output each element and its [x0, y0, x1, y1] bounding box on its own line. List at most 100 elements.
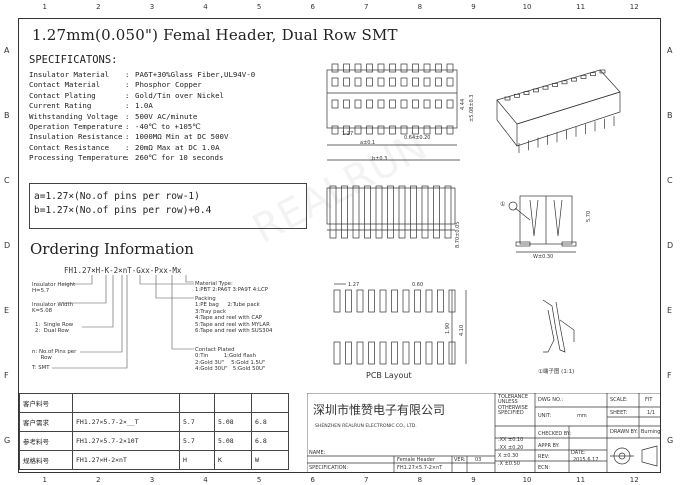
spec-value: Phosphor Copper: [135, 80, 202, 90]
spec-value: 260℃ for 10 seconds: [135, 153, 224, 163]
width-cell: 5.08: [214, 412, 252, 432]
dim-total-width: W±0.30: [533, 254, 553, 260]
pcb-pitch: 1.27: [348, 282, 359, 288]
spec-colon: :: [125, 70, 130, 79]
pins-cell: 6.8: [251, 431, 289, 451]
detail-marker: ①: [500, 201, 505, 208]
row-key: 规格料号: [19, 450, 73, 470]
checked-label: CHECKED BY:: [538, 431, 572, 437]
spec-value: 20mΩ Max at DC 1.0A: [135, 142, 220, 152]
title-block: 深圳市惟赞电子有限公司 SHENZHEN REALRUN ELECTRONIC …: [307, 393, 661, 473]
row-letter: C: [667, 175, 673, 185]
part-number-cell: FH1.27×5.7-2×10T: [72, 431, 180, 451]
spec-value: -40℃ to +105℃: [135, 122, 201, 131]
formula-a: a=1.27×(No.of pins per row-1): [34, 191, 200, 202]
tolerance-1: .XX ±0.10: [498, 437, 524, 443]
spec-row: Current Rating:1.0A: [29, 101, 153, 110]
row-letter: E: [4, 305, 10, 315]
spec-value: PA6T+30%Glass Fiber,UL94V-0: [135, 70, 256, 79]
spec-colon: :: [125, 142, 130, 152]
column-number: 3: [149, 476, 155, 484]
spec-value: Gold/Tin over Nickel: [135, 90, 224, 100]
spec-value: 500V AC/minute: [135, 111, 198, 121]
row-letter: D: [4, 240, 11, 250]
pcb-pad-length: 1.90: [445, 323, 451, 334]
terminal-detail-label: ①端子图 (1:1): [538, 367, 574, 375]
unit-value: mm: [577, 413, 587, 419]
spec-row: Contact Material: Phosphor Copper: [29, 80, 202, 89]
width-cell: 5.08: [214, 431, 252, 451]
spec-label: Insulator Material: [29, 70, 110, 79]
spec-label: Withstanding Voltage: [29, 111, 118, 121]
sheet-label: SHEET:: [610, 410, 628, 416]
row-letter: B: [4, 110, 10, 120]
column-number: 11: [576, 476, 586, 484]
packing-note: Packing 1:PE bag 2:Tube pack 3:Tray pack…: [195, 296, 273, 335]
column-number: 2: [96, 3, 101, 11]
row-key: 客户需求: [19, 412, 73, 432]
part-number-cell: [72, 393, 180, 413]
spec-label: SPECIFICATION:: [309, 465, 349, 471]
tolerance-3: X ±0.30: [498, 453, 519, 459]
drawing-frame: [18, 18, 661, 473]
pcb-row-span: 4.10: [459, 325, 465, 336]
column-number: 7: [364, 476, 369, 484]
row-letter: G: [667, 435, 674, 445]
height-cell: H: [179, 450, 215, 470]
column-number: 6: [310, 3, 315, 11]
spec-label: Contact Material: [29, 80, 101, 90]
column-number: 12: [629, 476, 639, 484]
column-number: 11: [576, 3, 586, 11]
spec-colon: :: [125, 122, 130, 131]
spec-label: Insulation Resistance: [29, 132, 123, 142]
row-letter: A: [4, 45, 10, 55]
column-number: 5: [256, 476, 262, 484]
spec-colon: :: [125, 90, 130, 100]
column-number: 4: [203, 476, 208, 484]
drawing-title: 1.27mm(0.050") Femal Header, Dual Row SM…: [32, 26, 398, 44]
date-label: DATE:: [571, 450, 586, 456]
row-letter: A: [667, 45, 673, 55]
formula-box: a=1.27×(No.of pins per row-1) b=1.27×(No…: [29, 183, 307, 229]
title-block-lines: [307, 393, 661, 473]
pins-cell: W: [251, 450, 289, 470]
insulator-height-note: Insulator Height H=5.7: [32, 282, 76, 295]
spec-colon: :: [125, 80, 130, 90]
dwg-no-label: DWG NO.:: [538, 397, 564, 403]
column-number: 10: [522, 476, 532, 484]
part-number-cell: FH1.27×5.7-2×__T: [72, 412, 180, 432]
drawn-value: Burning: [641, 429, 661, 435]
material-note: Material Type: 1:PBT 2:PA6T 3:PA9T 4:LCP: [195, 281, 269, 294]
ecn-label: ECN:: [538, 465, 551, 471]
row-letter: B: [667, 110, 673, 120]
part-number-pattern: FH1.27×H-K-2×nT-Gxx-Pxx-Mx: [64, 266, 182, 275]
row-letter: F: [667, 370, 672, 380]
dim-pin-width: 0.64±0.20: [404, 135, 430, 141]
product-name: Female Header: [397, 457, 435, 463]
rev-label: REV:: [538, 454, 550, 460]
tolerance-4: .X ±0.50: [498, 461, 520, 467]
spec-colon: :: [125, 111, 130, 121]
spec-colon: :: [125, 101, 130, 111]
scale-value: FIT: [645, 397, 653, 403]
column-number: 9: [471, 476, 476, 484]
spec-label: Current Rating: [29, 101, 92, 111]
row-letter: D: [667, 240, 674, 250]
spec-row: Processing Temperature:260℃ for 10 secon…: [29, 153, 223, 162]
spec-label: Contact Plating: [29, 90, 96, 100]
spec-value: 1000MΩ Min at DC 500V: [135, 132, 229, 142]
formula-b: b=1.27×(No.of pins per row)+0.4: [34, 205, 212, 216]
width-cell: [214, 393, 252, 413]
height-cell: 5.7: [179, 412, 215, 432]
width-cell: K: [214, 450, 252, 470]
name-label: NAME:: [309, 450, 326, 456]
pins-cell: [251, 393, 289, 413]
dim-a: a±0.1: [360, 140, 375, 146]
pcb-layout-label: PCB Layout: [366, 371, 412, 380]
column-number: 1: [42, 3, 48, 11]
